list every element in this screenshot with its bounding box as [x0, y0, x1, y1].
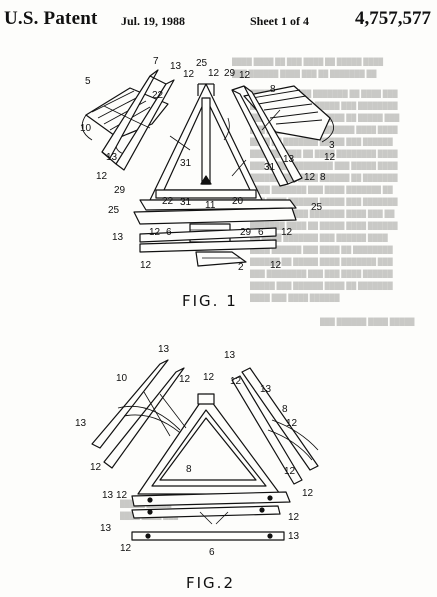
ref-numeral: 13	[260, 384, 272, 395]
ref-numeral: 25	[108, 205, 120, 216]
ref-numeral: 12	[286, 418, 298, 429]
ref-numeral: 29	[240, 227, 252, 238]
ref-numeral: 12	[183, 69, 195, 80]
ref-numeral: 12	[304, 172, 316, 183]
ref-numeral: 13	[112, 232, 124, 243]
ref-numeral: 12	[270, 260, 282, 271]
ref-numeral: 12	[302, 488, 314, 499]
ref-numeral: 8	[282, 404, 288, 415]
ref-numeral: 12	[179, 374, 191, 385]
ref-numeral: 6	[166, 227, 172, 238]
ref-numeral: 6	[258, 227, 264, 238]
ref-numeral: 12	[239, 70, 251, 81]
ref-numeral: 12	[96, 171, 108, 182]
ref-numeral: 25	[311, 202, 323, 213]
ref-numeral: 29	[224, 68, 236, 79]
ref-numeral: 3	[329, 140, 335, 151]
ref-numeral: 25	[196, 58, 208, 69]
ref-numeral: 13	[224, 350, 236, 361]
ref-numeral: 10	[80, 123, 92, 134]
patent-number: 4,757,577	[355, 8, 431, 29]
ref-numeral: 12	[284, 466, 296, 477]
ref-numeral: 13	[102, 490, 114, 501]
ref-numeral: 10	[116, 373, 128, 384]
patent-date: Jul. 19, 1988	[121, 14, 186, 28]
ref-numeral: 12	[116, 490, 128, 501]
ref-numeral: 22	[152, 90, 164, 101]
ref-numeral: 12	[149, 227, 161, 238]
ref-numeral: 13	[100, 523, 112, 534]
ref-numeral: 29	[114, 185, 126, 196]
ref-numeral: 20	[232, 196, 244, 207]
ref-numeral: 13	[170, 61, 182, 72]
ref-numeral: 31	[264, 162, 276, 173]
ref-numeral: 12	[90, 462, 102, 473]
fig2-drawing	[91, 359, 319, 541]
ref-numeral: 12	[140, 260, 152, 271]
ref-numeral: 12	[230, 376, 242, 387]
ref-numeral: 13	[288, 531, 300, 542]
ref-numeral: 13	[283, 154, 295, 165]
fig2-reference-numerals: 13 13 10 12 13 12 12 13 8 12 12 8 12 12 …	[75, 344, 314, 558]
ref-numeral: 8	[320, 172, 326, 183]
ref-numeral: 7	[153, 56, 159, 67]
ref-numeral: 22	[162, 196, 174, 207]
ref-numeral: 31	[180, 158, 192, 169]
ref-numeral: 12	[288, 512, 300, 523]
ref-numeral: 13	[106, 152, 118, 163]
ref-numeral: 31	[180, 197, 192, 208]
ref-numeral: 11	[205, 200, 216, 211]
fig1-drawing	[81, 69, 335, 267]
ref-numeral: 8	[186, 464, 192, 475]
ref-numeral: 13	[75, 418, 87, 429]
ref-numeral: 5	[85, 76, 91, 87]
ref-numeral: 13	[158, 344, 170, 355]
patent-label: U.S. Patent	[4, 8, 98, 29]
figure-2-caption: FIG.2	[186, 574, 235, 592]
ref-numeral: 12	[120, 543, 132, 554]
ref-numeral: 12	[281, 227, 293, 238]
ref-numeral: 8	[270, 84, 276, 95]
sheet-indicator: Sheet 1 of 4	[250, 14, 309, 28]
figure-1-caption: FIG. 1	[182, 292, 238, 310]
ref-numeral: 6	[209, 547, 215, 558]
fig1-reference-numerals: 7 13 12 25 12 29 12 8 5 22 10 13 31 31 3…	[80, 56, 336, 273]
patent-header: U.S. Patent Jul. 19, 1988 Sheet 1 of 4 4…	[0, 0, 437, 44]
ref-numeral: 12	[324, 152, 336, 163]
ref-numeral: 12	[203, 372, 215, 383]
ref-numeral: 2	[238, 262, 244, 273]
ref-numeral: 12	[208, 68, 220, 79]
